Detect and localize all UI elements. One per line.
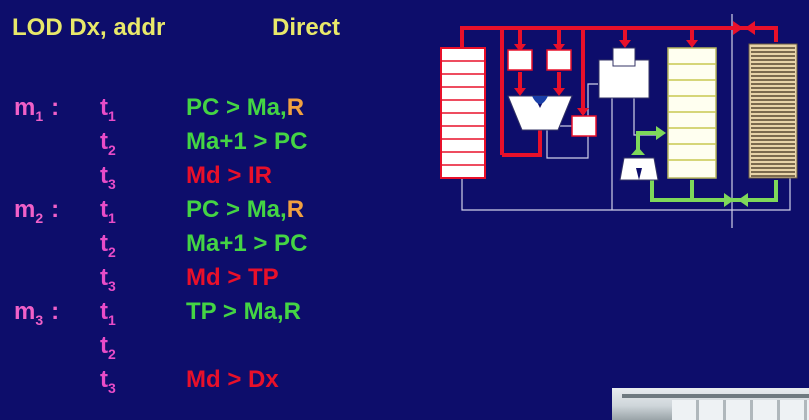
arrow-down-icon [514, 88, 526, 96]
time-step-label: t3 [100, 162, 116, 192]
green-bus-arrowheads [631, 126, 748, 207]
micro-operation-part: PC > Ma, [186, 94, 287, 121]
micro-operation: PC > Ma,R [186, 196, 304, 224]
time-step-label: t1 [100, 94, 116, 124]
micro-operation-part: PC > Ma, [186, 196, 287, 223]
time-step-label: t1 [100, 196, 116, 226]
time-step-label: t2 [100, 332, 116, 362]
alu-unit [507, 95, 573, 131]
micro-operation-part: Md > IR [186, 162, 273, 189]
arrow-down-icon [553, 44, 565, 52]
micro-operation: Md > TP [186, 264, 279, 292]
micro-operation: Ma+1 > PC [186, 230, 307, 258]
micro-operation: TP > Ma,R [186, 298, 301, 326]
time-step-label: t3 [100, 366, 116, 396]
register-file-right [667, 47, 717, 179]
register-file-left [440, 47, 486, 179]
addressing-mode-title: Direct [272, 14, 341, 41]
address-incrementer [619, 157, 659, 181]
arrow-down-icon [619, 40, 631, 48]
micro-operation-part: R [286, 94, 305, 121]
micro-operation-part: Md > Dx [186, 366, 279, 393]
arrow-right-icon [656, 126, 666, 140]
arrow-up-icon [631, 147, 645, 155]
micro-operation-part: Md > TP [186, 264, 279, 291]
micro-operation-part: R [286, 196, 305, 223]
micro-operation: Md > IR [186, 162, 272, 190]
time-step-label: t2 [100, 230, 116, 260]
machine-cycle-label: m3: [14, 298, 60, 328]
micro-operation: Md > Dx [186, 366, 279, 394]
arrow-down-icon [553, 88, 565, 96]
bus-arrow-left-icon [745, 21, 755, 35]
time-step-label: t3 [100, 264, 116, 294]
bus-arrow-right-icon [733, 21, 743, 35]
bus-arrow-right-icon [724, 193, 734, 207]
machine-cycle-label: m2: [14, 196, 60, 226]
micro-operation-part: TP > Ma,R [186, 298, 301, 325]
control-unit [598, 47, 650, 99]
webcam-photo-fragment [612, 388, 809, 420]
arrow-down-icon [514, 44, 526, 52]
main-memory [748, 43, 798, 179]
alu-input-latch-a [507, 49, 533, 71]
alu-input-latch-b [546, 49, 572, 71]
green-data-bus [636, 131, 778, 202]
time-step-label: t2 [100, 128, 116, 158]
micro-operation-part: Ma+1 > PC [186, 128, 308, 155]
instruction-title: LOD Dx, addr [12, 14, 166, 41]
time-step-label: t1 [100, 298, 116, 328]
arrow-down-icon [686, 40, 698, 48]
bus-arrow-left-icon [738, 193, 748, 207]
machine-cycle-label: m1: [14, 94, 60, 124]
micro-operation: Ma+1 > PC [186, 128, 307, 156]
red-bus-arrowheads [514, 21, 755, 116]
micro-operation-part: Ma+1 > PC [186, 230, 308, 257]
flags-register [571, 115, 597, 137]
micro-operation: PC > Ma,R [186, 94, 304, 122]
arrow-down-icon [577, 108, 589, 116]
